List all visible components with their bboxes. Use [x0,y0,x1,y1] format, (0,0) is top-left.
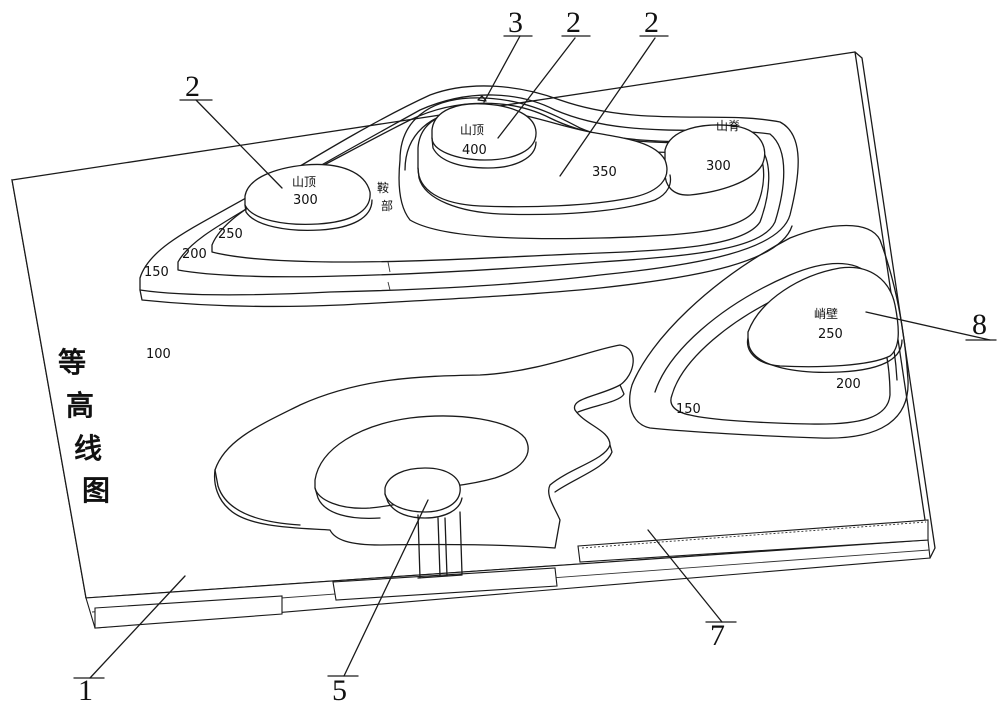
contour-valley-outer [213,344,634,549]
elevation-labels: 100 150 200 250 山顶 300 鞍 部 山顶 400 350 山脊… [144,119,861,417]
contour-200-upper [177,94,785,278]
callout-7: 7 [710,619,725,652]
contour-300-main [398,97,765,240]
elev-ridge-300: 300 [706,159,731,174]
tab-1 [94,595,283,629]
valley-knob [384,467,461,513]
callout-leaders [89,35,991,679]
callout-2-right: 2 [644,6,659,39]
elev-left-150: 150 [144,265,169,280]
elev-main-peak: 400 [462,143,487,158]
callout-2-left: 2 [185,70,200,103]
elev-left-peak: 300 [293,193,318,208]
contour-valley-mid [314,415,529,509]
term-ridge: 山脊 [716,119,740,133]
main-summit-400 [431,103,537,161]
tab-5 [332,567,558,601]
left-summit-300 [244,163,371,226]
term-summit-main: 山顶 [460,123,484,137]
cliff-contours [629,224,909,439]
valley-contours [213,344,634,579]
term-saddle-1: 鞍 [377,180,389,195]
title-char-4: 图 [82,474,110,507]
elev-cliff-250: 250 [818,327,843,342]
elev-left-250: 250 [218,227,243,242]
contour-200-cliff [670,281,891,425]
contour-150-upper [139,85,799,296]
callout-2-middle: 2 [566,6,581,39]
mountain-contours [139,85,799,308]
diagram-title: 等 高 线 图 [58,346,110,507]
cliff-250 [746,266,899,368]
contour-150-cliff [629,224,909,439]
elev-main-350: 350 [592,165,617,180]
drainage-channel [417,511,463,579]
callout-8: 8 [972,308,987,341]
elev-base: 100 [146,347,171,362]
elev-left-200: 200 [182,247,207,262]
term-saddle-2: 部 [381,198,393,213]
callout-3: 3 [508,6,523,39]
term-summit-left: 山顶 [292,175,316,189]
term-cliff: 峭壁 [814,306,838,321]
summit-marker [477,95,487,102]
ridge-300 [664,124,766,196]
elev-cliff-200: 200 [836,377,861,392]
callout-5: 5 [332,674,347,705]
title-char-2: 高 [66,389,94,422]
callout-numbers: 2 3 2 2 8 1 5 7 [73,6,997,705]
title-char-3: 线 [74,432,102,465]
callout-1: 1 [78,674,93,705]
elev-cliff-150: 150 [676,402,701,417]
title-char-1: 等 [58,346,86,379]
